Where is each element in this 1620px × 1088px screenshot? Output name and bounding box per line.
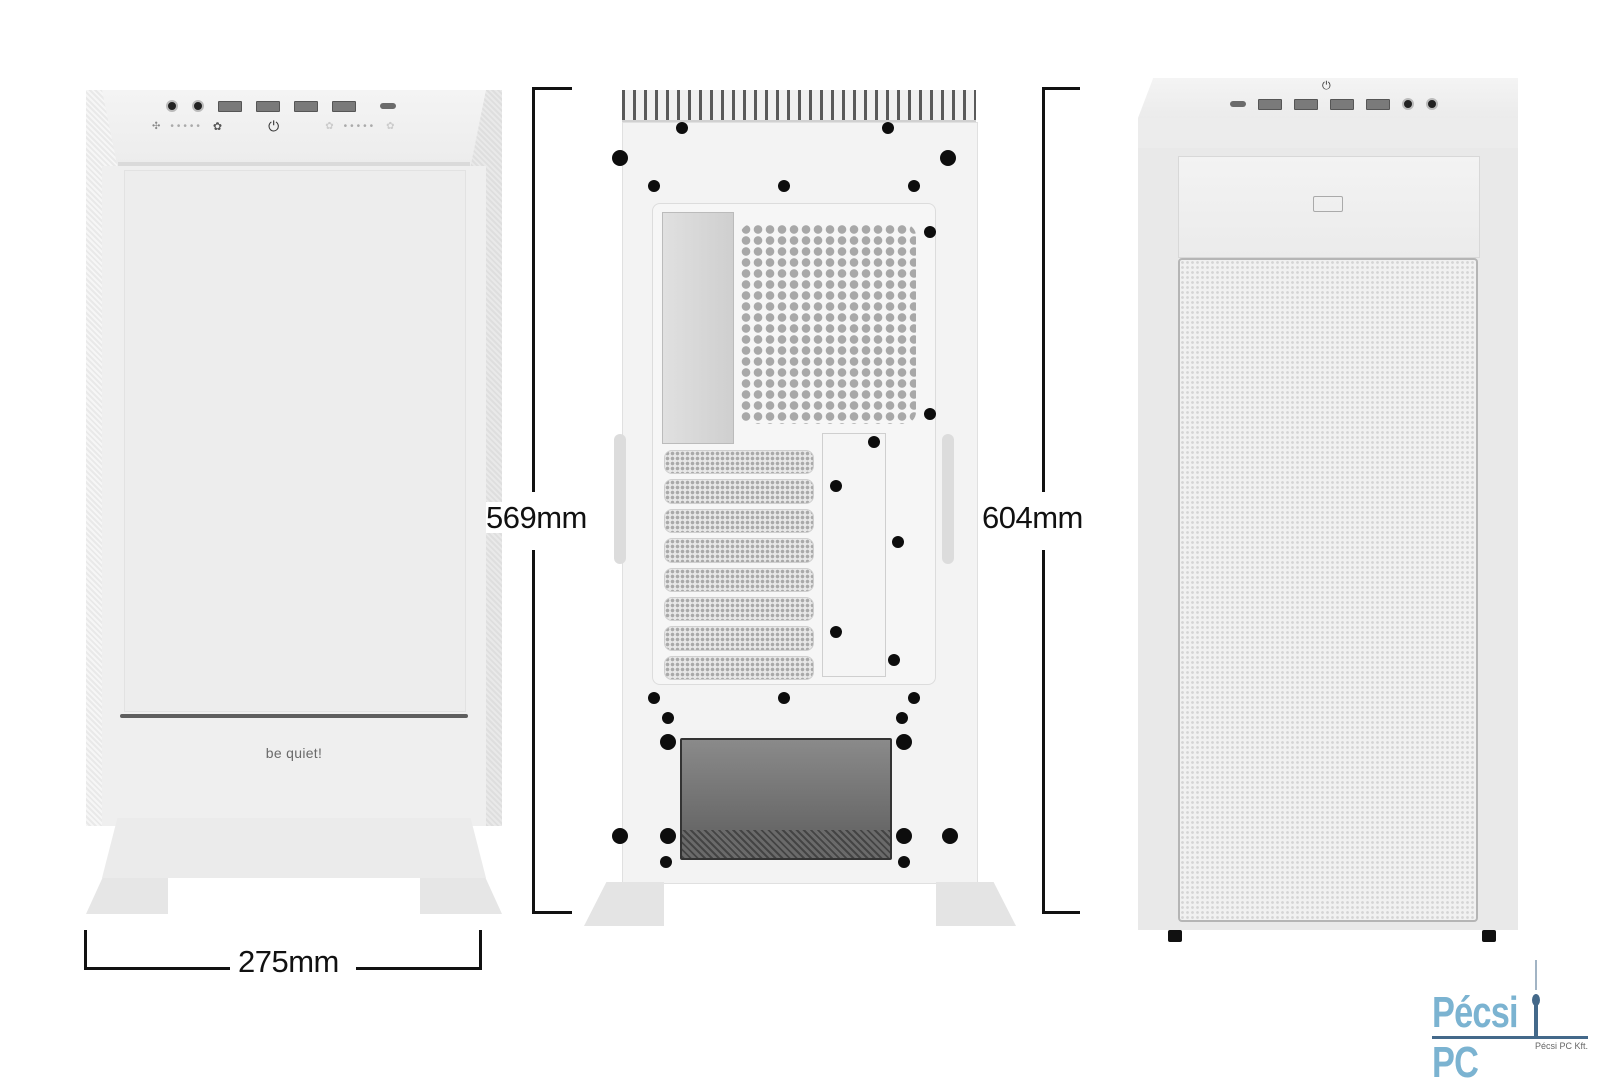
front-foot-right (420, 878, 502, 914)
side-io-ports (1230, 98, 1438, 110)
screw-icon (648, 180, 660, 192)
screw-icon (892, 536, 904, 548)
front-io-controls: ✣ ••••• ✿ ⏻ ✿ ••••• ✿ (152, 118, 395, 135)
front-io-ports (166, 100, 396, 112)
screw-icon (676, 122, 688, 134)
expansion-slot (664, 508, 814, 534)
front-foot-left (86, 878, 168, 914)
screw-icon (830, 480, 842, 492)
side-top-io-panel: ⏻ (1138, 78, 1518, 118)
logo-text-left: Pécsi (1432, 988, 1519, 1037)
power-button-icon: ⏻ (268, 118, 280, 134)
headphone-jack-icon (166, 100, 178, 112)
logo-underline (1432, 1036, 1588, 1039)
usb-a-port-icon (218, 100, 242, 112)
logo-text: PécsiPC (1432, 988, 1565, 1088)
screw-icon (868, 436, 880, 448)
usb-c-port-icon (380, 103, 396, 109)
screw-icon (896, 712, 908, 724)
reset-icon: ✿ (212, 121, 223, 133)
microphone-jack-icon (1426, 98, 1438, 110)
front-panel-gap (120, 714, 468, 718)
side-foot-left (1168, 930, 1182, 942)
screw-icon (662, 712, 674, 724)
screw-icon (898, 856, 910, 868)
expansion-slot (664, 567, 814, 592)
rear-handle-right (942, 434, 954, 564)
screw-icon (940, 150, 956, 166)
rear-top-vent (622, 90, 976, 122)
screw-icon (660, 828, 676, 844)
screw-icon (924, 226, 936, 238)
front-base-skirt (102, 818, 486, 878)
screw-icon (896, 734, 912, 750)
logo-text-right: PC (1432, 1038, 1479, 1087)
side-top-panel (1178, 156, 1480, 258)
io-shield-cutout (662, 212, 734, 444)
screw-icon (888, 654, 900, 666)
usb-c-port-icon (1230, 101, 1246, 107)
rear-foot-right (936, 882, 1016, 926)
screw-icon (830, 626, 842, 638)
screw-icon (896, 828, 912, 844)
usb-a-port-icon (1330, 98, 1354, 110)
expansion-slot (664, 538, 814, 563)
led-indicator-row: ••••• (170, 121, 203, 132)
pecsi-pc-logo: PécsiPC Pécsi PC Kft. (1432, 960, 1602, 1087)
expansion-slot (664, 655, 814, 680)
usb-a-port-icon (256, 100, 280, 112)
screw-icon (778, 180, 790, 192)
expansion-slot (664, 450, 814, 475)
screw-icon (612, 828, 628, 844)
brand-logo: be quiet! (265, 745, 323, 761)
power-button-icon: ⏻ (1322, 80, 1331, 92)
rear-foot-left (584, 882, 664, 926)
psu-mesh (682, 830, 890, 858)
screw-icon (612, 150, 628, 166)
usb-a-port-icon (294, 100, 318, 112)
screw-icon (660, 734, 676, 750)
screw-icon (648, 692, 660, 704)
usb-a-port-icon (1258, 98, 1282, 110)
expansion-slot (664, 626, 814, 651)
nfc-badge-icon (1313, 196, 1343, 212)
screw-icon (908, 692, 920, 704)
rear-handle-left (614, 434, 626, 564)
width-dimension-label: 275mm (238, 944, 339, 979)
screw-icon (924, 408, 936, 420)
usb-a-port-icon (332, 100, 356, 112)
microphone-jack-icon (192, 100, 204, 112)
expansion-slots (664, 450, 814, 680)
tv-tower-icon (1532, 960, 1540, 1036)
logo-subtitle: Pécsi PC Kft. (1534, 1041, 1588, 1051)
front-door-panel (124, 170, 466, 712)
screw-icon (660, 856, 672, 868)
expansion-slot (664, 479, 814, 504)
fan-control-icon: ✣ (152, 121, 161, 132)
height-dimension-label: 569mm (486, 500, 587, 535)
usb-a-port-icon (1366, 98, 1390, 110)
expansion-slot (664, 596, 814, 622)
side-top-band (1138, 118, 1518, 149)
front-view-case: ✣ ••••• ✿ ⏻ ✿ ••••• ✿ be quiet! (86, 90, 502, 950)
side-foot-right (1482, 930, 1496, 942)
rear-view-case (584, 88, 1016, 926)
mesh-front-view-case: ⏻ (1138, 78, 1518, 962)
front-mesh-panel (1178, 258, 1478, 922)
front-top-shelf (118, 162, 470, 168)
depth-dimension-label: 604mm (982, 500, 1083, 535)
led-indicator-row: ••••• (343, 121, 377, 132)
screw-icon (778, 692, 790, 704)
screw-icon (882, 122, 894, 134)
front-top-io-panel: ✣ ••••• ✿ ⏻ ✿ ••••• ✿ (102, 90, 486, 166)
usb-a-port-icon (1294, 98, 1318, 110)
rgb-icon: ✿ (325, 121, 334, 132)
screw-icon (942, 828, 958, 844)
rear-fan-grill (740, 224, 916, 424)
headphone-jack-icon (1402, 98, 1414, 110)
vertical-gpu-bracket (822, 433, 886, 677)
screw-icon (908, 180, 920, 192)
rgb-mode-icon: ✿ (386, 121, 395, 132)
psu-bay (680, 738, 892, 860)
